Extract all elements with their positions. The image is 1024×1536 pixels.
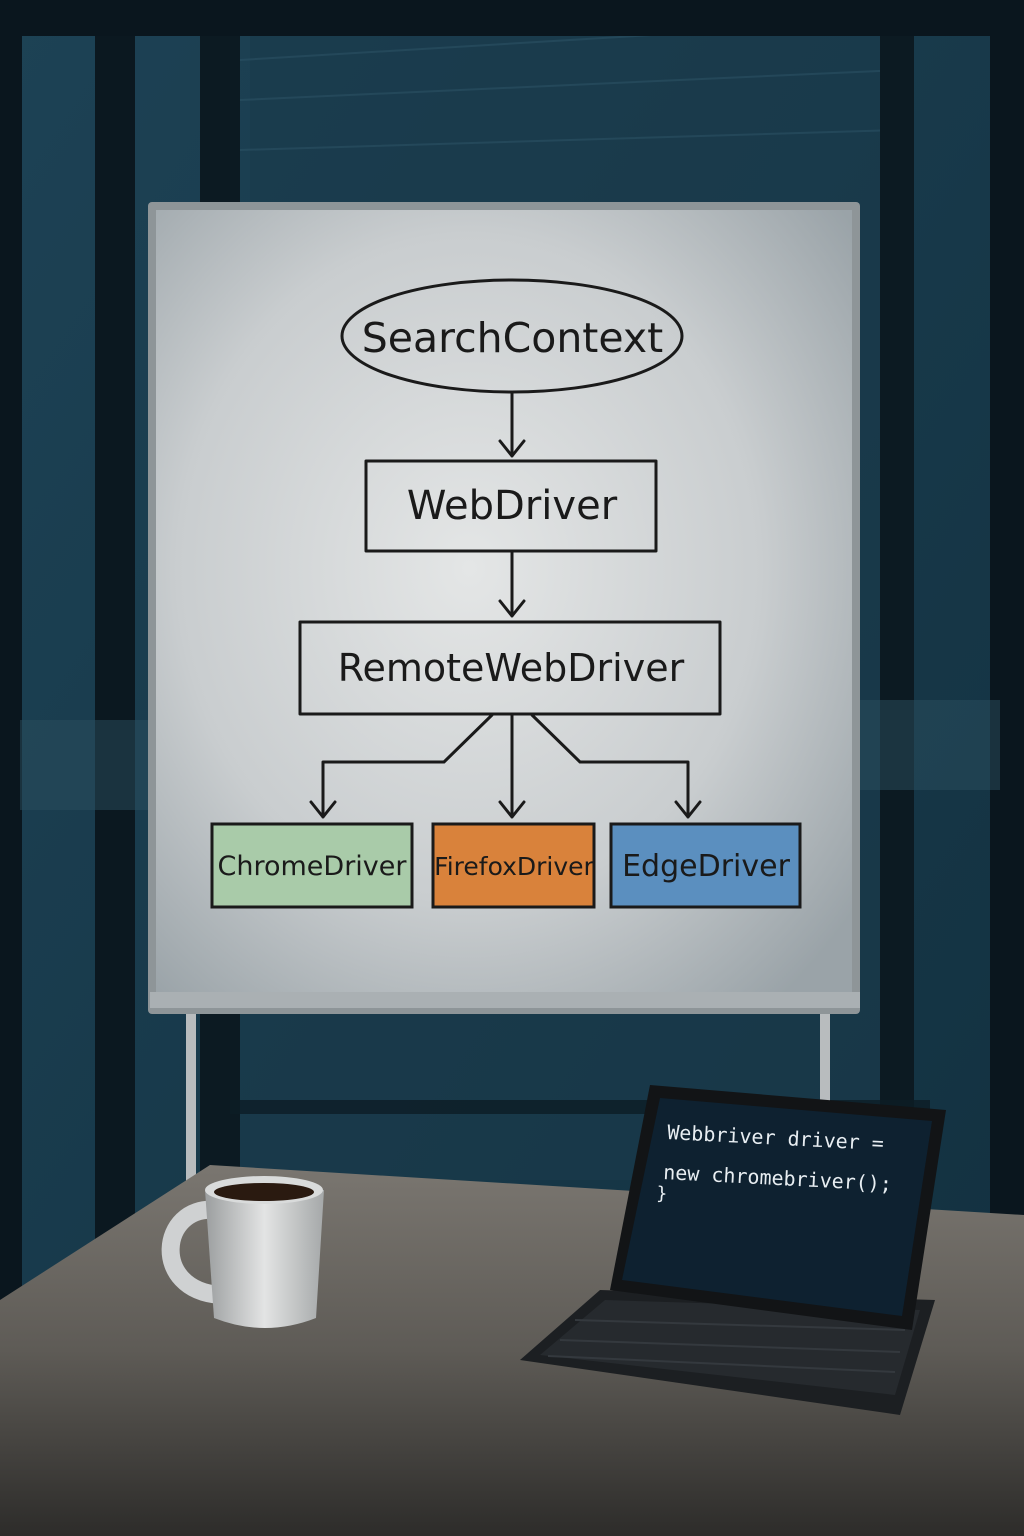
node-webdriver-label: WebDriver <box>406 483 618 529</box>
connector-root-l1 <box>498 391 526 458</box>
chromedriver-node-box <box>210 822 414 909</box>
node-chromedriver-label: ChromeDriver <box>217 850 407 882</box>
tablet-code-line-3: } <box>655 1183 668 1205</box>
node-remotewebdriver-label: RemoteWebDriver <box>337 646 685 690</box>
l2-node-box <box>298 620 722 716</box>
node-firefoxdriver-label: FirefoxDriver <box>434 851 594 881</box>
firefoxdriver-node-box <box>431 822 596 909</box>
edgedriver-node-box <box>609 822 802 909</box>
connector-l2-c3 <box>530 713 702 819</box>
node-searchcontext-label: SearchContext <box>361 313 664 362</box>
node-edgedriver-label: EdgeDriver <box>622 848 790 884</box>
connector-l2-c1 <box>309 713 494 819</box>
connector-l1-l2 <box>498 550 526 618</box>
connector-l2-c2 <box>498 713 526 819</box>
